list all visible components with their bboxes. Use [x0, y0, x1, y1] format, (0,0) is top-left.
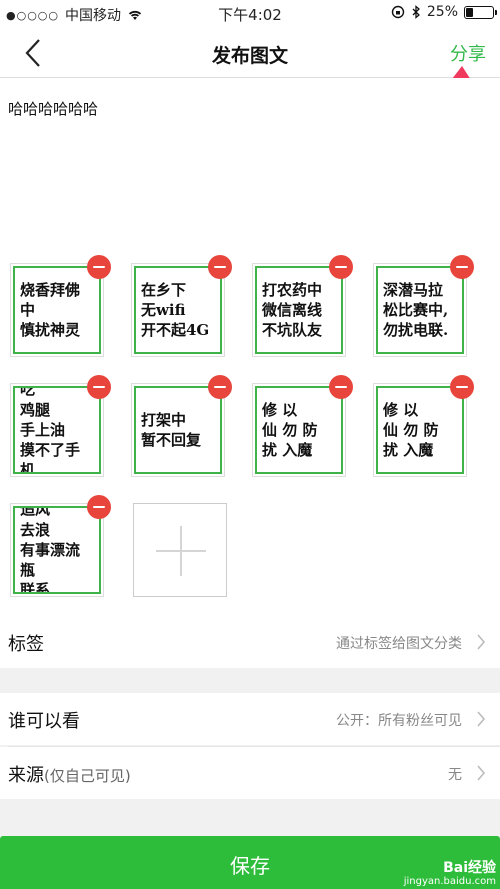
status-right: 25%: [391, 4, 497, 20]
watermark: Bai经验 jingyan.baidu.com: [403, 859, 496, 887]
back-chevron-icon[interactable]: [20, 36, 48, 70]
remove-image-icon[interactable]: [450, 375, 474, 399]
sticker-text: 烧香拜佛中慎扰神灵: [13, 266, 101, 354]
rotation-lock-icon: [391, 5, 405, 19]
sticker-image[interactable]: 吃鸡腿手上油摸不了手机.: [10, 375, 111, 477]
remove-image-icon[interactable]: [329, 375, 353, 399]
sticker-image[interactable]: 打农药中微信离线不坑队友: [252, 255, 353, 357]
source-row[interactable]: 来源(仅自己可见) 无: [0, 747, 500, 799]
remove-image-icon[interactable]: [450, 255, 474, 279]
remove-image-icon[interactable]: [87, 375, 111, 399]
sticker-image[interactable]: 深潜马拉松比赛中,勿扰电联.: [373, 255, 474, 357]
chevron-right-icon: [477, 711, 486, 727]
sticker-text: 吃鸡腿手上油摸不了手机.: [13, 386, 101, 474]
remove-image-icon[interactable]: [208, 375, 232, 399]
signal-icon: ●○○○○: [6, 8, 59, 22]
share-button[interactable]: 分享: [450, 44, 486, 65]
visibility-value: 公开：所有粉丝可见: [336, 713, 462, 729]
post-text-input[interactable]: 哈哈哈哈哈哈: [8, 100, 99, 118]
sticker-text: 打架中暂不回复: [134, 386, 222, 474]
sticker-image[interactable]: 修 以仙 勿 防扰 入魔: [373, 375, 474, 477]
watermark-brand: Bai经验: [443, 859, 496, 876]
sticker-text: 深潜马拉松比赛中,勿扰电联.: [376, 266, 464, 354]
visibility-row[interactable]: 谁可以看 公开：所有粉丝可见: [0, 693, 500, 745]
navigation-bar: 发布图文 分享: [0, 28, 500, 78]
battery-icon: [464, 5, 497, 19]
sticker-text: 修 以仙 勿 防扰 入魔: [255, 386, 343, 474]
visibility-label: 谁可以看: [8, 711, 80, 732]
clock: 下午4:02: [218, 6, 282, 24]
carrier-name: 中国移动: [65, 8, 121, 24]
add-image-button[interactable]: [133, 503, 227, 597]
save-button[interactable]: 保存 Bai经验 jingyan.baidu.com: [0, 836, 500, 889]
save-label: 保存: [230, 854, 270, 878]
tag-row[interactable]: 标签 通过标签给图文分类: [0, 616, 500, 668]
source-value: 无: [448, 767, 462, 783]
carrier-info: ●○○○○ 中国移动: [6, 5, 143, 25]
sticker-image[interactable]: 修 以仙 勿 防扰 入魔: [252, 375, 353, 477]
watermark-url: jingyan.baidu.com: [403, 876, 496, 887]
sticker-image[interactable]: 追风去浪有事漂流瓶联系: [10, 495, 111, 597]
tag-value: 通过标签给图文分类: [336, 636, 462, 652]
chevron-right-icon: [477, 765, 486, 781]
remove-image-icon[interactable]: [208, 255, 232, 279]
bluetooth-icon: [412, 5, 420, 19]
status-bar: ●○○○○ 中国移动 下午4:02 25%: [0, 0, 500, 28]
tag-label: 标签: [8, 634, 44, 655]
source-note: (仅自己可见): [44, 767, 131, 785]
row-divider: [8, 746, 500, 747]
remove-image-icon[interactable]: [87, 495, 111, 519]
wifi-icon: [128, 10, 142, 20]
sticker-image[interactable]: 烧香拜佛中慎扰神灵: [10, 255, 111, 357]
sticker-text: 修 以仙 勿 防扰 入魔: [376, 386, 464, 474]
battery-percent: 25%: [426, 4, 458, 20]
remove-image-icon[interactable]: [329, 255, 353, 279]
remove-image-icon[interactable]: [87, 255, 111, 279]
sticker-text: 打农药中微信离线不坑队友: [255, 266, 343, 354]
chevron-right-icon: [477, 634, 486, 650]
page-title: 发布图文: [211, 45, 288, 67]
source-label: 来源(仅自己可见): [8, 765, 131, 786]
sticker-image[interactable]: 打架中暂不回复: [131, 375, 232, 477]
sticker-text: 追风去浪有事漂流瓶联系: [13, 506, 101, 594]
